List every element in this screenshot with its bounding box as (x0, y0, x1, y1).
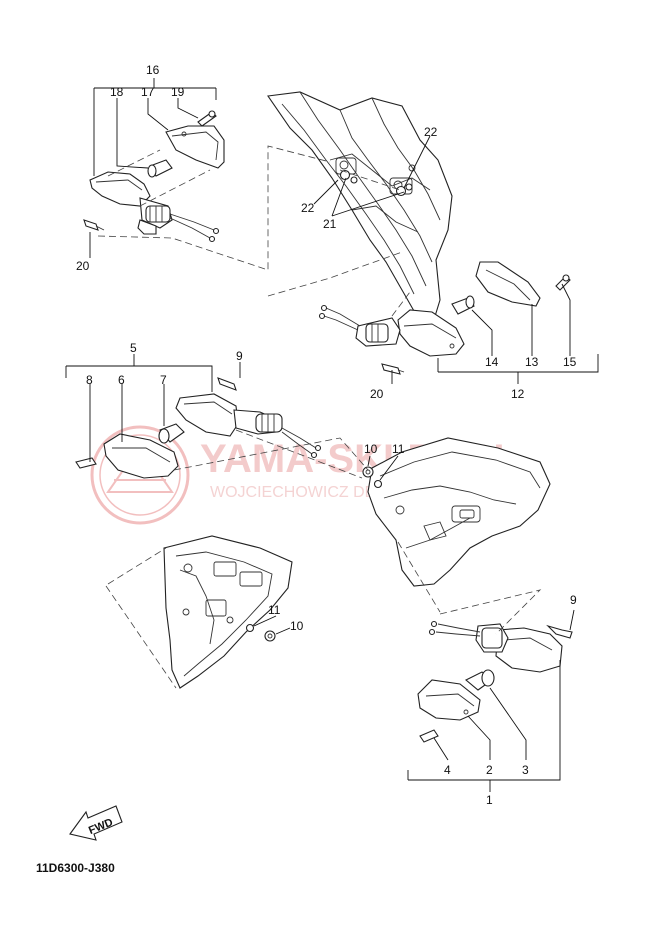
callout-7[interactable]: 7 (160, 373, 167, 387)
callout-22-left[interactable]: 22 (301, 201, 315, 215)
callout-13[interactable]: 13 (525, 355, 539, 369)
turn-signal-rear-right (318, 261, 571, 375)
callout-17[interactable]: 17 (141, 85, 155, 99)
turn-signal-front-left (75, 377, 322, 479)
callout-20-top[interactable]: 20 (76, 259, 90, 273)
rear-frame (267, 91, 453, 327)
fwd-arrow: FWD (69, 805, 123, 841)
callout-1[interactable]: 1 (486, 793, 493, 807)
turn-signal-front-right (417, 620, 573, 743)
callout-15[interactable]: 15 (563, 355, 577, 369)
callout-16[interactable]: 16 (146, 63, 160, 77)
callout-10-right[interactable]: 10 (364, 442, 378, 456)
front-left-fairing (163, 535, 293, 689)
callout-2[interactable]: 2 (486, 763, 493, 777)
diagram-code: 11D6300-J380 (36, 861, 115, 875)
callout-5[interactable]: 5 (130, 341, 137, 355)
callout-10-left[interactable]: 10 (290, 619, 304, 633)
rear-mount-nuts (339, 169, 413, 197)
callout-9-right[interactable]: 9 (570, 593, 577, 607)
callout-11-left[interactable]: 11 (268, 603, 281, 617)
callout-11-right[interactable]: 11 (392, 442, 405, 456)
front-right-fairing (362, 437, 551, 587)
callout-22-right[interactable]: 22 (424, 125, 438, 139)
turn-signal-rear-left (83, 110, 225, 243)
callout-14[interactable]: 14 (485, 355, 499, 369)
callout-21[interactable]: 21 (323, 217, 337, 231)
callout-12[interactable]: 12 (511, 387, 525, 401)
callout-3[interactable]: 3 (522, 763, 529, 777)
callout-18[interactable]: 18 (110, 85, 124, 99)
callouts: 16 18 17 19 20 22 22 21 14 13 15 12 20 5… (76, 63, 577, 807)
callout-4[interactable]: 4 (444, 763, 451, 777)
callout-6[interactable]: 6 (118, 373, 125, 387)
callout-20-mid[interactable]: 20 (370, 387, 384, 401)
leader-lines (65, 78, 599, 792)
callout-9-left[interactable]: 9 (236, 349, 243, 363)
callout-19[interactable]: 19 (171, 85, 185, 99)
callout-8[interactable]: 8 (86, 373, 93, 387)
assembly-dashed-lines (97, 145, 542, 689)
